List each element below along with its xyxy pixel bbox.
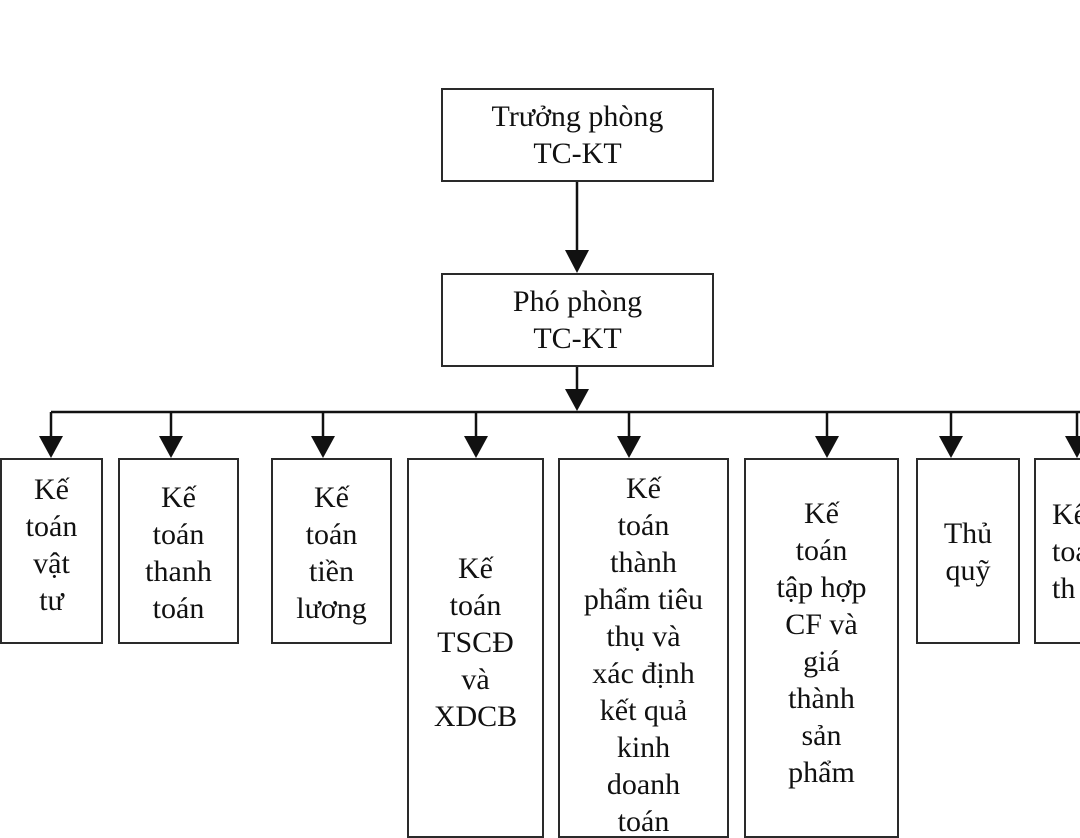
unit-5-line-7: kết quả [599, 694, 688, 727]
deputy-title-line-2: TC-KT [533, 322, 622, 355]
arrowhead-unit-7 [939, 436, 963, 458]
arrowhead-deputy-to-bus [565, 389, 589, 411]
unit-5-line-10: toán [617, 805, 670, 838]
unit-4-line-3: TSCĐ [437, 626, 514, 659]
unit-6-line-4: CF và [785, 608, 858, 641]
arrowhead-unit-4 [464, 436, 488, 458]
unit-3-line-1: Kế [314, 481, 349, 514]
arrowhead-unit-5 [617, 436, 641, 458]
unit-4-line-4: và [461, 663, 490, 696]
unit-5-line-5: thụ và [606, 620, 681, 653]
unit-2-line-2: toán [152, 518, 205, 551]
treasurer-box: Thủ quỹ [916, 458, 1020, 644]
unit-3-line-3: tiền [309, 555, 354, 588]
head-title-line-2: TC-KT [533, 137, 622, 170]
unit-5-line-8: kinh [616, 731, 671, 764]
deputy-title-line-1: Phó phòng [512, 285, 643, 318]
unit-5-line-1: Kế [626, 472, 661, 505]
cost-aggregation-product-costing-box: Kế toán tập hợp CF và giá thành sản phẩm [744, 458, 899, 838]
payroll-accounting-box: Kế toán tiền lương [271, 458, 392, 644]
unit-4-line-2: toán [449, 589, 502, 622]
unit-8-line-1: Kế [1052, 498, 1080, 531]
unit-3-line-2: toán [305, 518, 358, 551]
unit-5-line-2: toán [617, 509, 670, 542]
arrowhead-unit-2 [159, 436, 183, 458]
unit-5-line-3: thành [610, 546, 677, 579]
unit-7-line-1: Thủ [943, 517, 993, 550]
arrowhead-unit-6 [815, 436, 839, 458]
unit-5-line-4: phẩm tiêu [583, 583, 704, 616]
unit-6-line-8: phẩm [788, 756, 855, 789]
unit-2-line-3: thanh [145, 555, 212, 588]
unit-1-line-1: Kế [34, 473, 69, 506]
payment-accounting-box: Kế toán thanh toán [118, 458, 239, 644]
unit-5-line-9: doanh [606, 768, 681, 801]
unit-2-line-4: toán [152, 592, 205, 625]
unit-1-line-2: toán [25, 510, 78, 543]
tax-accounting-box-partial: Kế toán th [1034, 458, 1080, 644]
deputy-head-finance-accounting-box: Phó phòng TC-KT [441, 273, 714, 367]
unit-4-line-1: Kế [458, 552, 493, 585]
unit-3-line-4: lương [296, 592, 367, 625]
unit-8-line-2: toán [1052, 535, 1080, 568]
arrowhead-top-to-deputy [565, 250, 589, 273]
unit-8-line-3: th [1052, 572, 1076, 605]
arrowhead-unit-8 [1065, 436, 1080, 458]
head-of-finance-accounting-box: Trưởng phòng TC-KT [441, 88, 714, 182]
unit-2-line-1: Kế [161, 481, 196, 514]
unit-6-line-2: toán [795, 534, 848, 567]
materials-accounting-box: Kế toán vật tư [0, 458, 103, 644]
fixed-assets-construction-accounting-box: Kế toán TSCĐ và XDCB [407, 458, 544, 838]
unit-7-line-2: quỹ [945, 554, 991, 587]
unit-5-line-6: xác định [592, 657, 695, 690]
arrowhead-unit-3 [311, 436, 335, 458]
unit-6-line-7: sản [801, 719, 842, 752]
unit-1-line-4: tư [39, 584, 64, 617]
unit-4-line-5: XDCB [433, 700, 518, 733]
unit-6-line-5: giá [803, 645, 840, 678]
finished-goods-sales-results-accounting-box: Kế toán thành phẩm tiêu thụ và xác định … [558, 458, 729, 838]
unit-6-line-1: Kế [804, 497, 839, 530]
head-title-line-1: Trưởng phòng [491, 100, 664, 133]
arrowhead-unit-1 [39, 436, 63, 458]
unit-6-line-3: tập hợp [776, 571, 867, 604]
unit-6-line-6: thành [788, 682, 855, 715]
unit-1-line-3: vật [33, 547, 70, 580]
